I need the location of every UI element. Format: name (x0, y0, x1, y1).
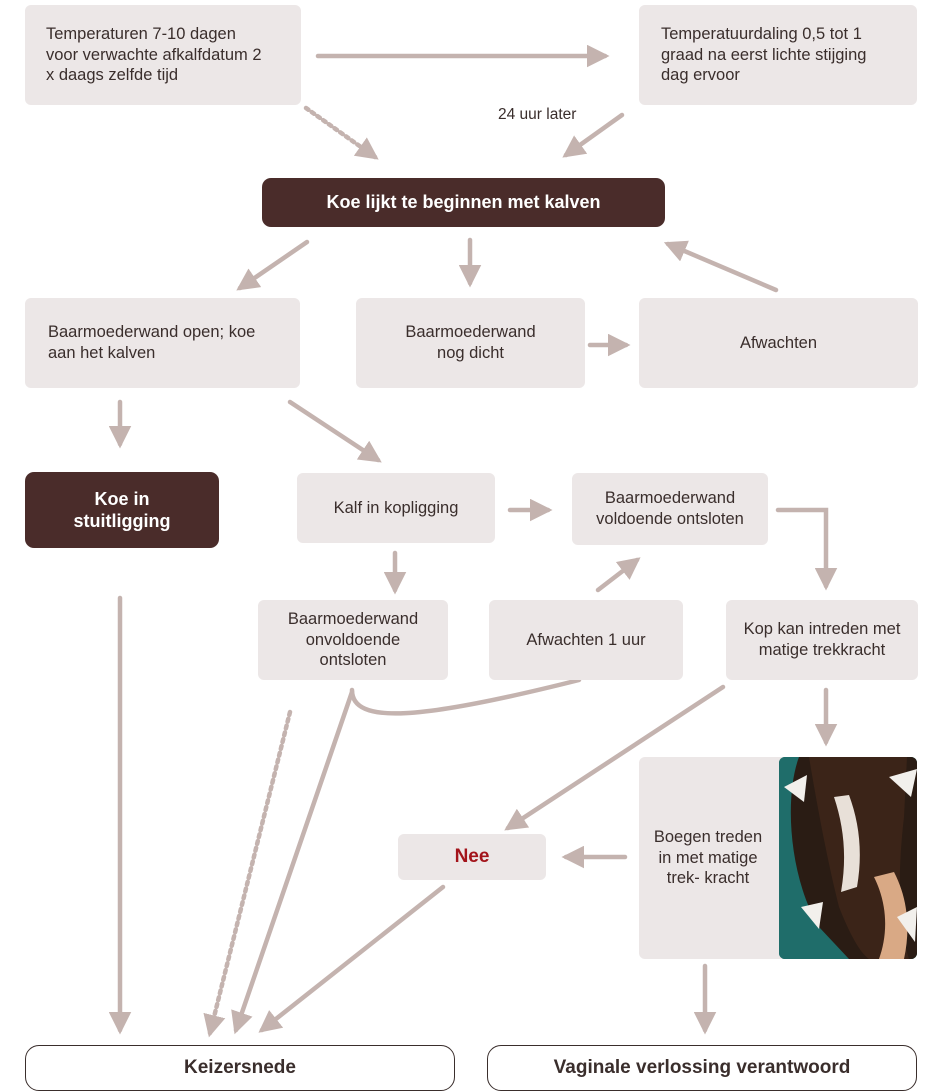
arrow-insufficient-to-caesarean (231, 689, 355, 1035)
temp-drop-box: Temperatuurdaling 0,5 tot 1 graad na eer… (639, 5, 917, 105)
breech-text: Koe in stuitligging (73, 488, 171, 532)
arrow-wait-to-start (663, 240, 779, 293)
head-first-box: Kalf in kopligging (297, 473, 495, 543)
wait-1h-box: Afwachten 1 uur (489, 600, 683, 680)
arrow-wait1h-to-dilated (595, 557, 641, 593)
arrow-open-to-head (287, 399, 382, 463)
head-enters-text: Kop kan intreden met matige trekkracht (743, 620, 901, 659)
arrow-start-to-open (236, 239, 310, 291)
cervix-insufficient-box: Baarmoederwand onvoldoende ontsloten (258, 600, 448, 680)
calf-photo (779, 757, 917, 959)
cervix-closed-box: Baarmoederwand nog dicht (356, 298, 585, 388)
no-text: Nee (454, 846, 490, 868)
head-enters-box: Kop kan intreden met matige trekkracht (726, 600, 918, 680)
line-insufficient-to-wait1h (349, 677, 582, 716)
legs-enter-text: Boegen treden in met matige trek- kracht (653, 828, 763, 888)
cervix-dilated-text: Baarmoederwand voldoende ontsloten (596, 489, 744, 528)
cervix-dilated-box: Baarmoederwand voldoende ontsloten (572, 473, 768, 545)
start-calving-text: Koe lijkt te beginnen met kalven (326, 192, 601, 213)
temp-measure-text: Temperaturen 7-10 dagen voor verwachte a… (46, 25, 262, 85)
arrow-head-enters-to-no (504, 684, 726, 831)
arrow-no-to-caesarean (258, 884, 446, 1033)
cervix-open-box: Baarmoederwand open; koe aan het kalven (25, 298, 300, 388)
arrow-drop-to-start (562, 112, 625, 158)
cervix-open-text: Baarmoederwand open; koe aan het kalven (48, 323, 256, 362)
arrow-insufficient-to-caesarean-dotted (203, 709, 293, 1038)
start-calving-box: Koe lijkt te beginnen met kalven (262, 178, 665, 227)
vaginal-text: Vaginale verlossing verantwoord (553, 1057, 851, 1079)
vaginal-box: Vaginale verlossing verantwoord (487, 1045, 917, 1091)
later-label: 24 uur later (498, 106, 577, 123)
wait-text: Afwachten (739, 333, 818, 352)
temp-drop-text: Temperatuurdaling 0,5 tot 1 graad na eer… (661, 25, 867, 85)
caesarean-text: Keizersnede (184, 1057, 296, 1079)
cervix-insufficient-text: Baarmoederwand onvoldoende ontsloten (287, 610, 419, 670)
wait-box: Afwachten (639, 298, 918, 388)
cervix-closed-text: Baarmoederwand nog dicht (405, 323, 536, 362)
legs-enter-box: Boegen treden in met matige trek- kracht (639, 757, 799, 959)
arrow-dilated-to-head-enters (775, 507, 838, 591)
calf-photo-drawing (779, 757, 917, 959)
no-box: Nee (398, 834, 546, 880)
breech-box: Koe in stuitligging (25, 472, 219, 548)
temp-measure-box: Temperaturen 7-10 dagen voor verwachte a… (25, 5, 301, 105)
head-first-text: Kalf in kopligging (333, 498, 459, 517)
wait-1h-text: Afwachten 1 uur (526, 630, 646, 649)
caesarean-box: Keizersnede (25, 1045, 455, 1091)
arrow-temp-to-start-dotted (303, 105, 379, 160)
